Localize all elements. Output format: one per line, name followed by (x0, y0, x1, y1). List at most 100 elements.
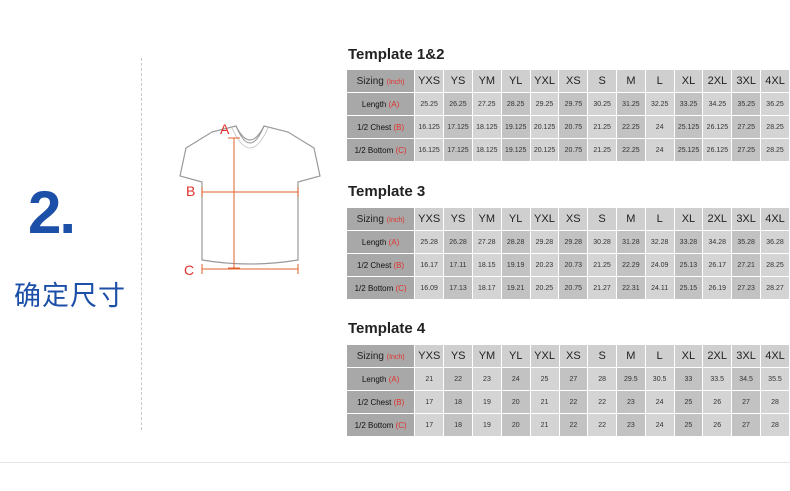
table-cell: 16.125 (415, 139, 444, 161)
table-cell: 21 (530, 414, 559, 436)
table-cell: 22 (559, 414, 588, 436)
sizing-header-cell: Sizing (Inch) (347, 208, 415, 230)
sizing-header-cell: Sizing (Inch) (347, 345, 415, 367)
size-header-cell: XL (674, 208, 703, 230)
table-cell: 25.125 (674, 116, 703, 138)
table-cell: 20.25 (530, 277, 559, 299)
dashed-divider (141, 58, 142, 430)
table-cell: 17.13 (444, 277, 472, 299)
table-cell: 29.28 (559, 231, 588, 253)
table-cell: 32.25 (645, 93, 674, 115)
size-header-cell: L (645, 208, 674, 230)
table-cell: 26 (703, 391, 732, 413)
table-cell: 17.125 (444, 116, 472, 138)
label-a: A (220, 121, 230, 137)
table-cell: 18.15 (472, 254, 501, 276)
size-header-cell: 3XL (732, 345, 760, 367)
template-title: Template 4 (348, 320, 426, 337)
table-cell: 22.25 (617, 139, 645, 161)
table-cell: 28.28 (501, 231, 530, 253)
table-cell: 22 (588, 391, 616, 413)
table-cell: 21 (530, 391, 559, 413)
table-cell: 19 (473, 391, 501, 413)
table-cell: 25 (674, 391, 703, 413)
sizing-header-cell: Sizing (Inch) (347, 70, 415, 92)
table-cell: 16.17 (415, 254, 444, 276)
size-header-cell: S (588, 345, 616, 367)
table-cell: 24 (645, 116, 674, 138)
size-header-cell: 2XL (703, 345, 732, 367)
table-cell: 26.125 (703, 116, 732, 138)
table-cell: 30.5 (645, 368, 674, 390)
table-cell: 31.25 (617, 93, 645, 115)
table-cell: 17 (415, 391, 444, 413)
table-cell: 22 (588, 414, 616, 436)
label-c: C (184, 262, 194, 278)
table-cell: 27.25 (732, 139, 761, 161)
table-cell: 25.25 (415, 93, 444, 115)
table-cell: 22.31 (616, 277, 645, 299)
table-cell: 26.17 (703, 254, 732, 276)
row-label: Length (A) (347, 231, 415, 253)
size-header-cell: YXL (530, 208, 559, 230)
table-cell: 28 (588, 368, 616, 390)
size-header-cell: M (617, 70, 645, 92)
table-cell: 24.09 (645, 254, 674, 276)
table-cell: 21.25 (588, 254, 616, 276)
size-header-cell: YS (444, 345, 473, 367)
table-cell: 20 (501, 414, 530, 436)
size-header-cell: L (645, 70, 674, 92)
table-cell: 33.28 (674, 231, 703, 253)
size-header-cell: 3XL (732, 70, 761, 92)
table-cell: 36.25 (761, 93, 789, 115)
row-label: Length (A) (347, 368, 415, 390)
row-label: 1/2 Chest (B) (347, 116, 415, 138)
table-cell: 20 (501, 391, 530, 413)
table-cell: 29.25 (530, 93, 559, 115)
table-cell: 23 (473, 368, 501, 390)
table-cell: 35.28 (732, 231, 761, 253)
table-cell: 18.125 (472, 116, 501, 138)
table-cell: 25.15 (674, 277, 703, 299)
table-cell: 22 (444, 368, 473, 390)
table-cell: 27.23 (732, 277, 761, 299)
table-cell: 24 (645, 414, 674, 436)
table-cell: 24 (501, 368, 530, 390)
size-header-cell: YS (444, 70, 472, 92)
step-number: 2. (28, 179, 76, 246)
table-cell: 33 (674, 368, 703, 390)
size-header-cell: 2XL (703, 208, 732, 230)
table-cell: 25.28 (415, 231, 444, 253)
size-header-cell: YXL (530, 345, 559, 367)
table-cell: 27 (559, 368, 588, 390)
table-cell: 31.28 (616, 231, 645, 253)
table-cell: 18.17 (472, 277, 501, 299)
size-header-cell: 4XL (761, 70, 789, 92)
size-header-cell: 4XL (760, 345, 789, 367)
size-header-cell: M (616, 208, 645, 230)
table-cell: 27 (732, 391, 760, 413)
template-title: Template 1&2 (348, 46, 445, 63)
size-header-cell: XL (674, 345, 703, 367)
table-cell: 17.11 (444, 254, 472, 276)
table-cell: 28.27 (761, 277, 789, 299)
table-cell: 22.25 (617, 116, 645, 138)
table-cell: 21.25 (588, 139, 617, 161)
table-cell: 28.25 (501, 93, 530, 115)
size-header-cell: XS (559, 208, 588, 230)
table-cell: 18 (444, 391, 473, 413)
table-cell: 34.5 (732, 368, 760, 390)
size-header-cell: YXS (415, 345, 444, 367)
row-label: 1/2 Bottom (C) (347, 139, 415, 161)
template-title: Template 3 (348, 183, 426, 200)
table-cell: 29.5 (616, 368, 645, 390)
table-cell: 30.25 (588, 93, 617, 115)
row-label: Length (A) (347, 93, 415, 115)
table-cell: 20.73 (559, 254, 588, 276)
table-cell: 28 (760, 414, 789, 436)
